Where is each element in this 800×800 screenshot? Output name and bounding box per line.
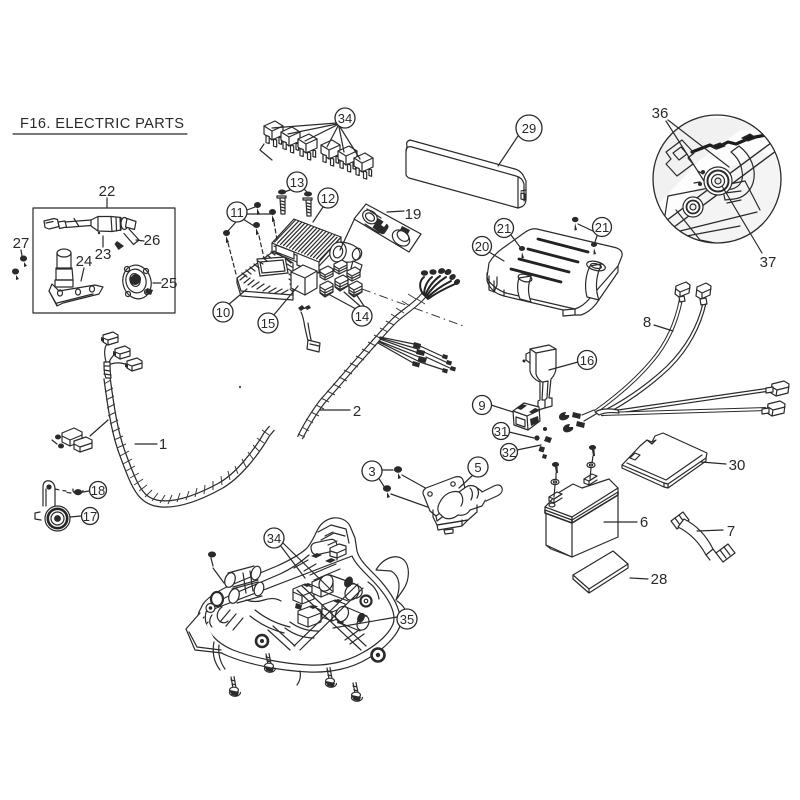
svg-text:22: 22 (99, 183, 116, 200)
svg-text:28: 28 (651, 571, 668, 588)
svg-text:15: 15 (261, 316, 275, 331)
svg-text:25: 25 (161, 275, 178, 292)
svg-text:9: 9 (478, 398, 485, 413)
svg-text:31: 31 (494, 424, 508, 439)
svg-text:19: 19 (405, 206, 422, 223)
svg-text:13: 13 (290, 175, 304, 190)
svg-text:2: 2 (353, 403, 361, 420)
svg-text:F16. ELECTRIC PARTS: F16. ELECTRIC PARTS (20, 116, 184, 132)
svg-text:34: 34 (267, 531, 281, 546)
svg-text:30: 30 (729, 457, 746, 474)
svg-text:1: 1 (159, 436, 167, 453)
svg-text:29: 29 (522, 121, 536, 136)
svg-text:6: 6 (640, 514, 648, 531)
svg-text:35: 35 (400, 612, 414, 627)
svg-text:21: 21 (595, 220, 609, 235)
svg-text:11: 11 (230, 205, 244, 220)
svg-text:10: 10 (216, 305, 230, 320)
svg-text:5: 5 (474, 460, 481, 475)
svg-text:24: 24 (76, 253, 93, 270)
svg-text:17: 17 (83, 509, 97, 524)
svg-text:7: 7 (727, 523, 735, 540)
svg-text:18: 18 (91, 483, 105, 498)
svg-text:21: 21 (497, 221, 511, 236)
svg-text:20: 20 (475, 239, 489, 254)
svg-text:3: 3 (368, 464, 375, 479)
svg-text:26: 26 (144, 232, 161, 249)
svg-text:27: 27 (13, 235, 30, 252)
svg-text:37: 37 (760, 254, 777, 271)
svg-text:12: 12 (321, 191, 335, 206)
svg-text:32: 32 (502, 445, 516, 460)
svg-text:23: 23 (95, 246, 112, 263)
svg-text:34: 34 (338, 111, 352, 126)
svg-text:8: 8 (643, 314, 651, 331)
svg-text:36: 36 (652, 105, 669, 122)
svg-text:14: 14 (355, 309, 369, 324)
svg-text:16: 16 (580, 353, 594, 368)
